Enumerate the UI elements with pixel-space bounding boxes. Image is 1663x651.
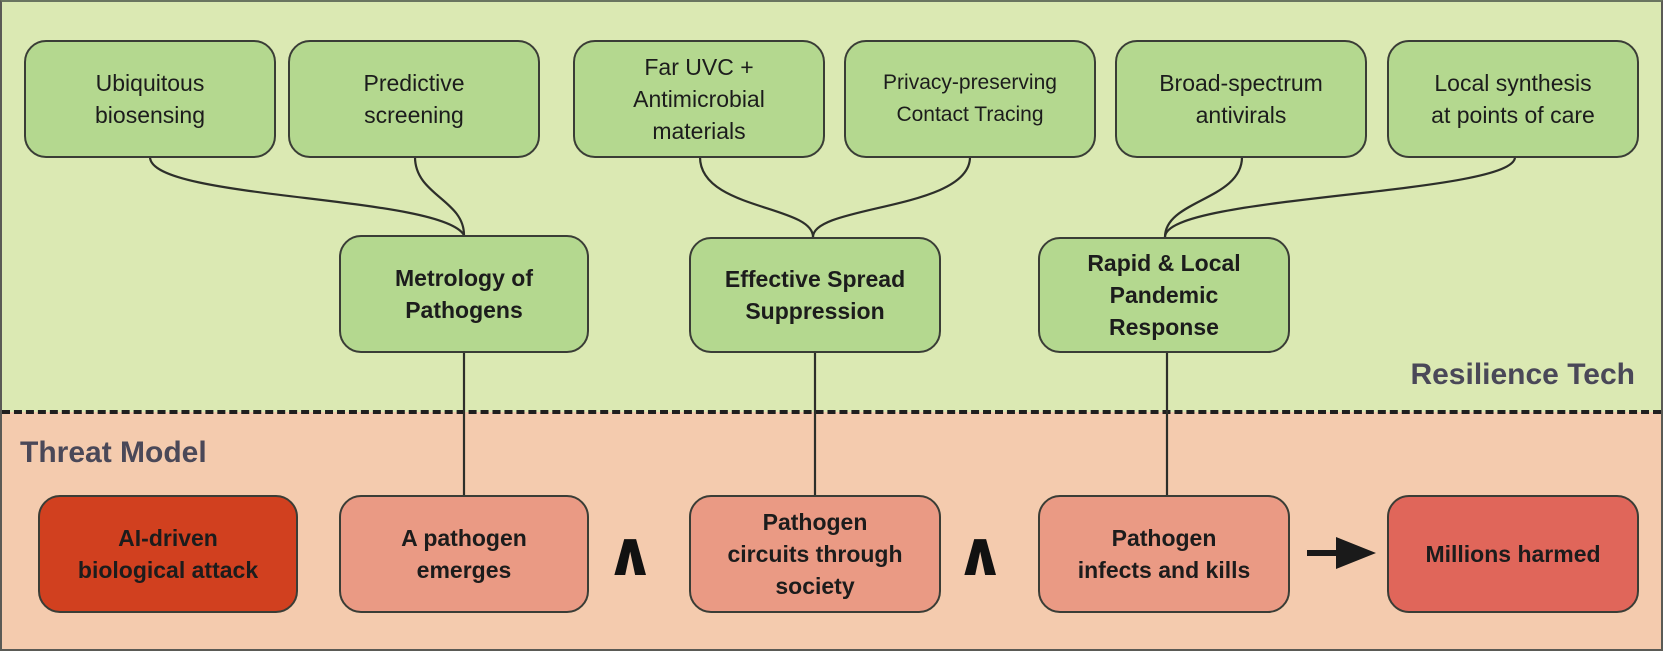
resilience-tech-label: Resilience Tech [1410,358,1635,391]
node-ubiquitous-biosensing: Ubiquitous biosensing [24,40,276,158]
node-millions-harmed: Millions harmed [1387,495,1639,613]
node-far-uvc: Far UVC + Antimicrobial materials [573,40,825,158]
node-pandemic-response: Rapid & Local Pandemic Response [1038,237,1290,353]
threat-model-label: Threat Model [20,436,207,469]
node-pathogen-emerges: A pathogen emerges [339,495,589,613]
node-pathogen-circuits: Pathogen circuits through society [689,495,941,613]
node-ai-attack: AI-driven biological attack [38,495,298,613]
node-spread-suppression: Effective Spread Suppression [689,237,941,353]
zone-divider-dashed [2,410,1661,414]
and-operator-icon: ∧ [605,520,656,589]
node-pathogen-infects: Pathogen infects and kills [1038,495,1290,613]
node-contact-tracing: Privacy-preserving Contact Tracing [844,40,1096,158]
node-local-synthesis: Local synthesis at points of care [1387,40,1639,158]
node-antivirals: Broad-spectrum antivirals [1115,40,1367,158]
node-metrology: Metrology of Pathogens [339,235,589,353]
node-predictive-screening: Predictive screening [288,40,540,158]
and-operator-icon: ∧ [955,520,1006,589]
